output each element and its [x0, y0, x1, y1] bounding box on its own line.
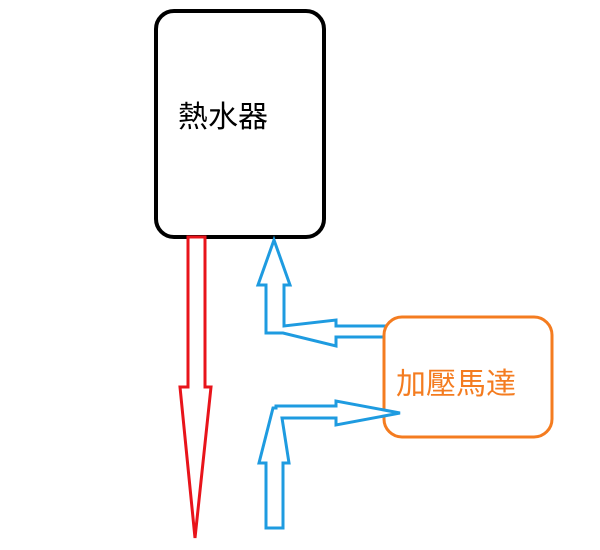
water-supply-to-pump-arrow	[257, 399, 401, 530]
hot-water-outlet-arrow	[178, 235, 213, 539]
pressure-pump-box	[382, 315, 554, 439]
pump-to-heater-arrow	[255, 235, 404, 348]
pressure-pump-label: 加壓馬達	[396, 367, 516, 402]
water-heater-box	[154, 9, 326, 239]
water-heater-label: 熱水器	[178, 100, 268, 135]
